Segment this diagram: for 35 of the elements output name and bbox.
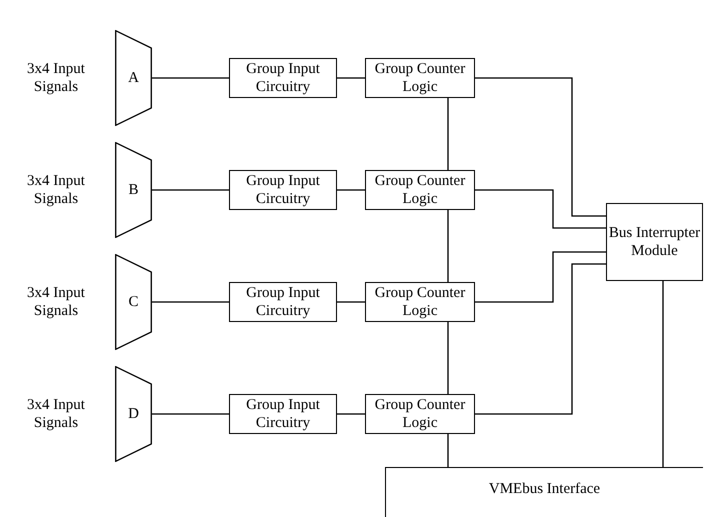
signal-label: 3x4 Input Signals [26, 396, 86, 432]
connector-line [447, 434, 449, 467]
connector-line [337, 413, 365, 415]
connector-line [447, 210, 449, 282]
signal-label: 3x4 Input Signals [26, 284, 86, 320]
multiplexer-shape: A [115, 30, 152, 126]
block-box: Bus Interrupter Module [606, 203, 703, 281]
multiplexer-shape: D [115, 366, 152, 462]
connector-line [475, 189, 606, 229]
connector-line [475, 77, 606, 217]
block-box: VMEbus Interface [385, 467, 703, 517]
block-box: Group Counter Logic [365, 394, 475, 434]
connector-line [447, 98, 449, 170]
connector-line [337, 301, 365, 303]
connector-line [152, 413, 229, 415]
connector-line [447, 322, 449, 394]
connector-line [152, 77, 229, 79]
block-box: Group Input Circuitry [229, 394, 337, 434]
block-box: Group Input Circuitry [229, 170, 337, 210]
multiplexer-shape: C [115, 254, 152, 350]
connector-line [337, 77, 365, 79]
block-box: Group Input Circuitry [229, 58, 337, 98]
connector-line [475, 251, 606, 303]
signal-label: 3x4 Input Signals [26, 60, 86, 96]
block-box: Group Input Circuitry [229, 282, 337, 322]
connector-line [337, 189, 365, 191]
block-box: Group Counter Logic [365, 58, 475, 98]
block-box: Group Counter Logic [365, 282, 475, 322]
connector-line [152, 189, 229, 191]
block-box: Group Counter Logic [365, 170, 475, 210]
signal-label: 3x4 Input Signals [26, 172, 86, 208]
connector-line [662, 281, 664, 467]
connector-line [152, 301, 229, 303]
connector-line [475, 263, 606, 415]
multiplexer-shape: B [115, 142, 152, 238]
